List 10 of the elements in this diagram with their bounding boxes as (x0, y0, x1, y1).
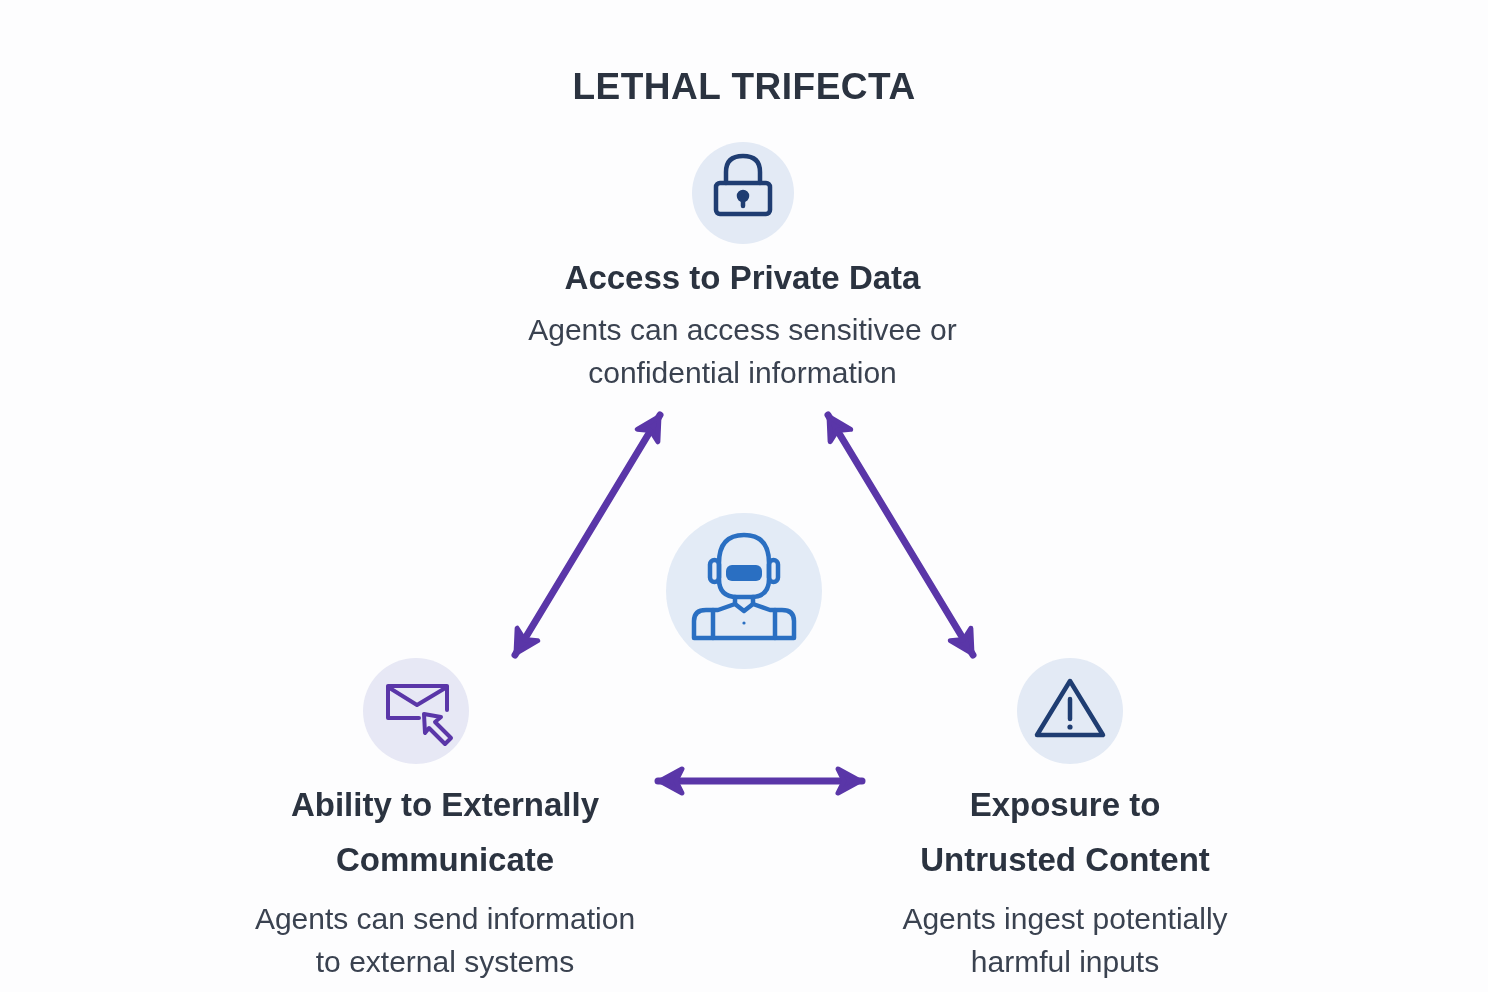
node-heading: Exposure to Untrusted Content (919, 785, 1211, 880)
node-description: Agents ingest potentially harmful inputs (901, 901, 1229, 980)
diagram-title: LETHAL TRIFECTA (572, 65, 916, 109)
node-heading: Access to Private Data (564, 258, 921, 298)
node-heading: Ability to Externally Communicate (289, 785, 601, 880)
double-arrow (824, 411, 977, 659)
double-arrow (511, 411, 664, 659)
node-description: Agents can access sensitivee or confidential information (527, 312, 958, 391)
double-arrow (654, 766, 866, 796)
node-description: Agents can send information to external systems (253, 901, 637, 980)
